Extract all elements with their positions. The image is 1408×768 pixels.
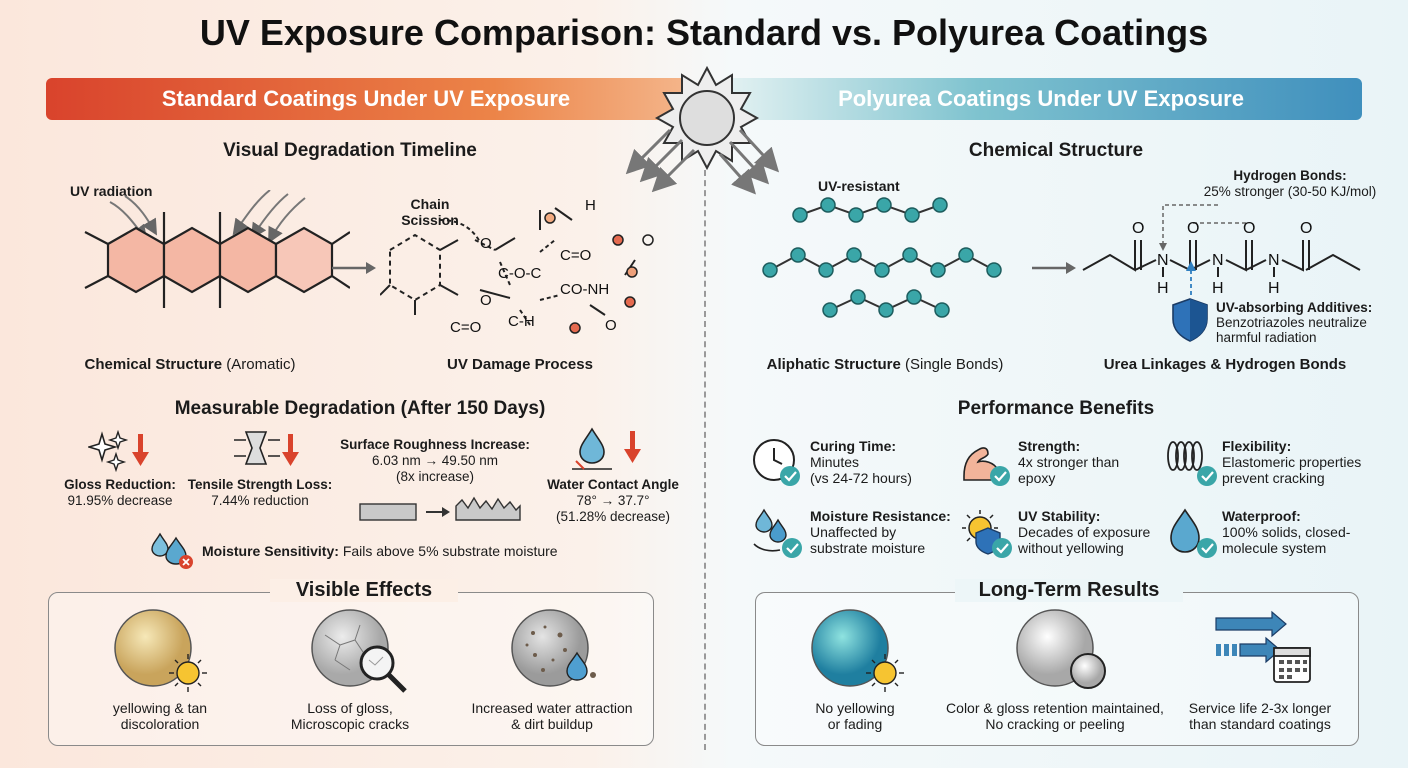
uv-stability-icon xyxy=(962,510,1012,558)
urea-linkage-diagram: O O O O N N N H H H xyxy=(1082,204,1361,297)
yellowing-disc-icon xyxy=(114,609,207,692)
result-gloss-retention: Color & gloss retention maintained,No cr… xyxy=(946,700,1164,732)
uv-damage-label: UV Damage Process xyxy=(447,356,593,373)
aliphatic-chain-diagram xyxy=(762,197,1002,318)
strength-arm-icon xyxy=(963,447,1010,486)
benefit-curing-time: Curing Time:Minutes(vs 24-72 hours) xyxy=(810,438,912,486)
surface-roughness: Surface Roughness Increase:6.03 nm → 49.… xyxy=(340,437,530,484)
atom-n-3: N xyxy=(1268,252,1280,269)
cracks-disc-icon xyxy=(311,609,407,693)
no-yellowing-disc-icon xyxy=(811,609,904,692)
timeline-title: Visual Degradation Timeline xyxy=(223,140,477,161)
long-term-results-title: Long-Term Results xyxy=(955,579,1183,602)
urea-linkages-label: Urea Linkages & Hydrogen Bonds xyxy=(1103,356,1347,373)
uv-rays-icon xyxy=(625,128,780,195)
moisture-sensitivity: Moisture Sensitivity: Fails above 5% sub… xyxy=(202,543,558,559)
chain-scission-label: Chain Scission xyxy=(401,196,459,228)
fragment-h: H xyxy=(585,197,596,214)
uv-additives-note: UV-absorbing Additives:Benzotriazoles ne… xyxy=(1216,300,1373,345)
atom-h-3: H xyxy=(1268,280,1280,297)
aromatic-structure-diagram xyxy=(84,190,350,308)
atom-o-1: O xyxy=(1132,220,1144,237)
chemical-structure-label: Chemical Structure (Aromatic) xyxy=(84,356,296,373)
measurable-degradation-title: Measurable Degradation (After 150 Days) xyxy=(174,398,546,419)
waterproof-drop-icon xyxy=(1170,508,1217,558)
service-life-calendar-icon xyxy=(1215,610,1311,683)
effect-cracks: Loss of gloss,Microscopic cracks xyxy=(290,700,410,732)
spring-icon xyxy=(1167,441,1217,486)
fragment-co-nh: CO-NH xyxy=(560,281,609,298)
roughness-diagram xyxy=(359,496,521,521)
shield-icon xyxy=(1172,298,1208,342)
polyurea-coatings-banner: Polyurea Coatings Under UV Exposure xyxy=(720,78,1362,120)
uv-damage-process-diagram: O O C=O C-O-C CO-NH C=O C-H O H xyxy=(380,197,654,336)
gloss-reduction: Gloss Reduction:91.95% decrease xyxy=(64,477,176,508)
gloss-sparkle-icon xyxy=(88,430,149,472)
tensile-icon xyxy=(234,431,299,466)
atom-o-2: O xyxy=(1187,220,1199,237)
fragment-c-o: C=O xyxy=(560,247,591,264)
arrow-right-icon xyxy=(332,262,376,274)
fragment-o1: O xyxy=(480,235,492,252)
fragment-c-o-2: C=O xyxy=(450,319,481,336)
hydrogen-bonds-note: Hydrogen Bonds:25% stronger (30-50 KJ/mo… xyxy=(1203,168,1377,199)
uv-resistant-label: UV-resistant xyxy=(818,178,900,194)
atom-h-1: H xyxy=(1157,280,1169,297)
chemical-structure-title: Chemical Structure xyxy=(968,140,1144,161)
clock-icon xyxy=(753,439,800,486)
visible-effects-title: Visible Effects xyxy=(270,579,458,602)
uv-radiation-label: UV radiation xyxy=(70,183,153,199)
gloss-retention-disc-icon xyxy=(1016,609,1106,689)
fragment-o2: O xyxy=(480,292,492,309)
atom-n-2: N xyxy=(1212,252,1224,269)
benefit-waterproof: Waterproof:100% solids, closed-molecule … xyxy=(1222,508,1351,556)
arrow-right-icon-2 xyxy=(1032,262,1076,274)
moisture-resistance-icon xyxy=(753,508,802,558)
center-divider xyxy=(704,170,706,750)
dirt-disc-icon xyxy=(511,609,596,687)
atom-o-4: O xyxy=(1300,220,1312,237)
tensile-strength-loss: Tensile Strength Loss:7.44% reduction xyxy=(187,477,333,508)
performance-benefits-title: Performance Benefits xyxy=(957,398,1155,419)
fragment-o3: O xyxy=(605,317,617,334)
moisture-fail-icon xyxy=(151,532,193,569)
water-drop-icon xyxy=(572,427,641,470)
atom-n-1: N xyxy=(1157,252,1169,269)
fragment-c-o-c: C-O-C xyxy=(498,265,541,282)
effect-dirt: Increased water attraction& dirt buildup xyxy=(471,700,633,732)
atom-h-2: H xyxy=(1212,280,1224,297)
standard-coatings-banner: Standard Coatings Under UV Exposure xyxy=(46,78,686,120)
aliphatic-structure-label: Aliphatic Structure (Single Bonds) xyxy=(766,356,1004,373)
atom-o-3: O xyxy=(1243,220,1255,237)
page-title: UV Exposure Comparison: Standard vs. Pol… xyxy=(199,12,1209,53)
fragment-c-h: C-H xyxy=(508,313,535,330)
